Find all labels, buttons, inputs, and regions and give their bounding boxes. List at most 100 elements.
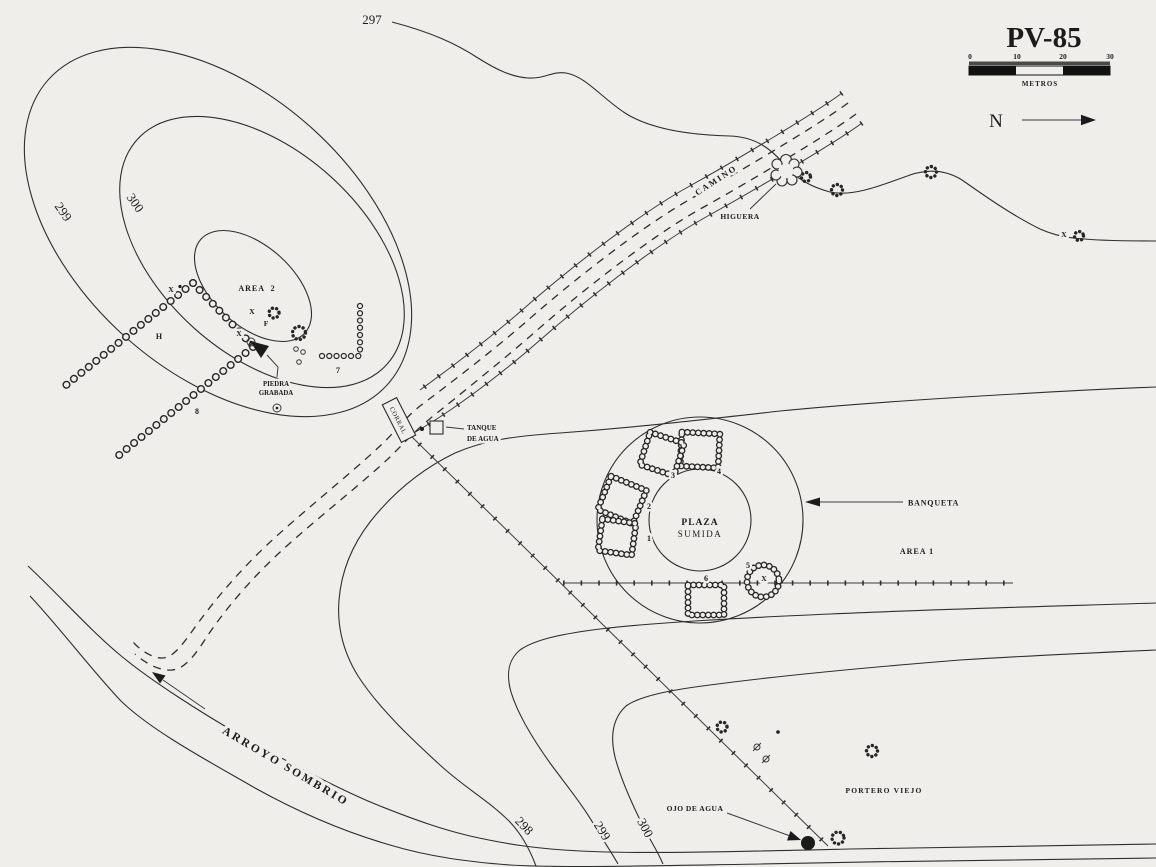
structure6-outline-fill [685, 582, 727, 618]
arroyo-flow-arrowhead [152, 672, 166, 684]
north-indicator: N [989, 111, 1096, 132]
higuera-tree [749, 153, 803, 210]
wall-chain-c-fill [115, 344, 256, 459]
dot-near-x-wall [178, 284, 182, 289]
structure5-outline-fill [744, 562, 782, 600]
rock-cluster-ojo [830, 830, 846, 846]
structure3-outline-fill [636, 429, 688, 479]
rock-cluster-297-c [923, 164, 939, 180]
scale-tick-10: 10 [1013, 52, 1021, 61]
structure4-number: 4 [717, 467, 721, 476]
x-mark-east-ridge: X [1061, 230, 1067, 239]
dot-portero [776, 730, 780, 734]
slashed-circle-b [761, 754, 771, 764]
scale-unit-label: METROS [1022, 80, 1058, 88]
north-label: N [989, 111, 1003, 132]
ojo-arrowhead [787, 831, 801, 841]
structure2-outline-fill [594, 473, 650, 527]
higuera-leader-line [749, 183, 777, 210]
arroyo-channel [27, 565, 1156, 867]
stone-wall-chains [56, 279, 366, 460]
structure1-number: 1 [647, 534, 651, 543]
rock-cluster-297-b [829, 182, 845, 198]
circled-dot-south [272, 403, 282, 413]
structure-h-letter: H [156, 332, 163, 341]
plaza-label-line2: SUMIDA [678, 529, 723, 539]
f-mark-area2: F [264, 319, 269, 328]
contour-label-297: 297 [362, 12, 382, 27]
circled-dot-south-center [275, 406, 279, 410]
x-mark-area2-lower: X [236, 329, 242, 338]
wall-chain-b [189, 279, 257, 350]
contour-300-line [612, 649, 1156, 865]
plaza-structures [593, 427, 783, 619]
scale-bar-seg-white [1016, 66, 1063, 75]
arroyo-bank-lower [29, 595, 1156, 867]
mound-contour-300 [119, 115, 405, 389]
page-title: PV-85 [1006, 22, 1081, 54]
annotation-arrows [250, 341, 903, 850]
structure1-outline-fill [595, 516, 639, 558]
tanque-square [429, 420, 444, 435]
scale-bar-seg-black-1 [969, 66, 1016, 75]
plaza-label-line1: PLAZA [681, 518, 718, 528]
scale-bar: 0 10 20 30 METROS [968, 52, 1114, 88]
portero-viejo-label: PORTERO VIEJO [845, 786, 922, 795]
rock-cluster-portero-b [864, 743, 880, 759]
arroyo-bank-upper [27, 565, 1156, 854]
piedra-grabada-label-line1: PIEDRA [263, 381, 289, 388]
contour-297-line [391, 21, 1156, 242]
structure7-number: 7 [336, 366, 340, 375]
banqueta-label: BANQUETA [908, 499, 959, 508]
ojo-arrow-line [726, 812, 794, 838]
rock-cluster-area2-east [290, 324, 308, 342]
arroyo-flow-arrow-line [162, 679, 206, 710]
north-arrowhead [1081, 114, 1096, 126]
structure6-number: 6 [704, 574, 708, 583]
rock-cluster-297-a [799, 170, 813, 184]
structure2-number: 2 [647, 502, 651, 511]
scale-tick-30: 30 [1106, 52, 1114, 61]
dot-near-corral [420, 427, 424, 431]
structure5-number: 5 [746, 561, 750, 570]
corral-rect [381, 396, 417, 444]
wall-chain-a-fill [57, 280, 196, 393]
tanque-label-line1: TANQUE [467, 424, 497, 432]
contour-299-line [507, 602, 1156, 865]
contour-298-line [338, 386, 1156, 867]
circled-dot-piedra [246, 337, 256, 347]
slashed-circle-a-ring [753, 743, 761, 751]
plaza-outer-circle [596, 416, 804, 624]
scale-bar-seg-black-2 [1063, 66, 1110, 75]
small-circle-a [293, 346, 299, 352]
slashed-circle-b-slash [761, 754, 771, 764]
structure3-number: 3 [671, 471, 675, 480]
slashed-circle-a [752, 742, 762, 752]
camino-edge-ticked-nw [419, 92, 843, 391]
ojo-de-agua-spring-dot [801, 836, 815, 850]
small-circle-c [296, 359, 302, 365]
tanque-leader-line [445, 426, 465, 430]
x-mark-structure5: X [761, 574, 767, 583]
slashed-circle-a-slash [752, 742, 762, 752]
x-mark-area2-upper: X [249, 307, 255, 316]
rock-cluster-area2-f [267, 306, 281, 320]
higuera-lobe-7 [771, 158, 783, 170]
structure8-number: 8 [195, 407, 199, 416]
piedra-grabada-label-line2: GRABADA [259, 390, 293, 397]
higuera-label: HIGUERA [720, 212, 759, 221]
ojo-de-agua-label: OJO DE AGUA [667, 804, 724, 813]
small-circle-b [300, 349, 306, 355]
rock-cluster-portero-a [715, 720, 729, 734]
higuera-core [778, 163, 794, 179]
scale-bar-outline [968, 65, 1111, 76]
scale-tick-0: 0 [968, 52, 972, 61]
scale-tick-20: 20 [1059, 52, 1067, 61]
x-mark-wall-corner: X [168, 285, 174, 294]
tanque-structure [429, 420, 465, 435]
piedra-leader-line [266, 354, 279, 378]
scale-bar-top-strip [969, 61, 1110, 65]
corral-structure [381, 396, 417, 444]
